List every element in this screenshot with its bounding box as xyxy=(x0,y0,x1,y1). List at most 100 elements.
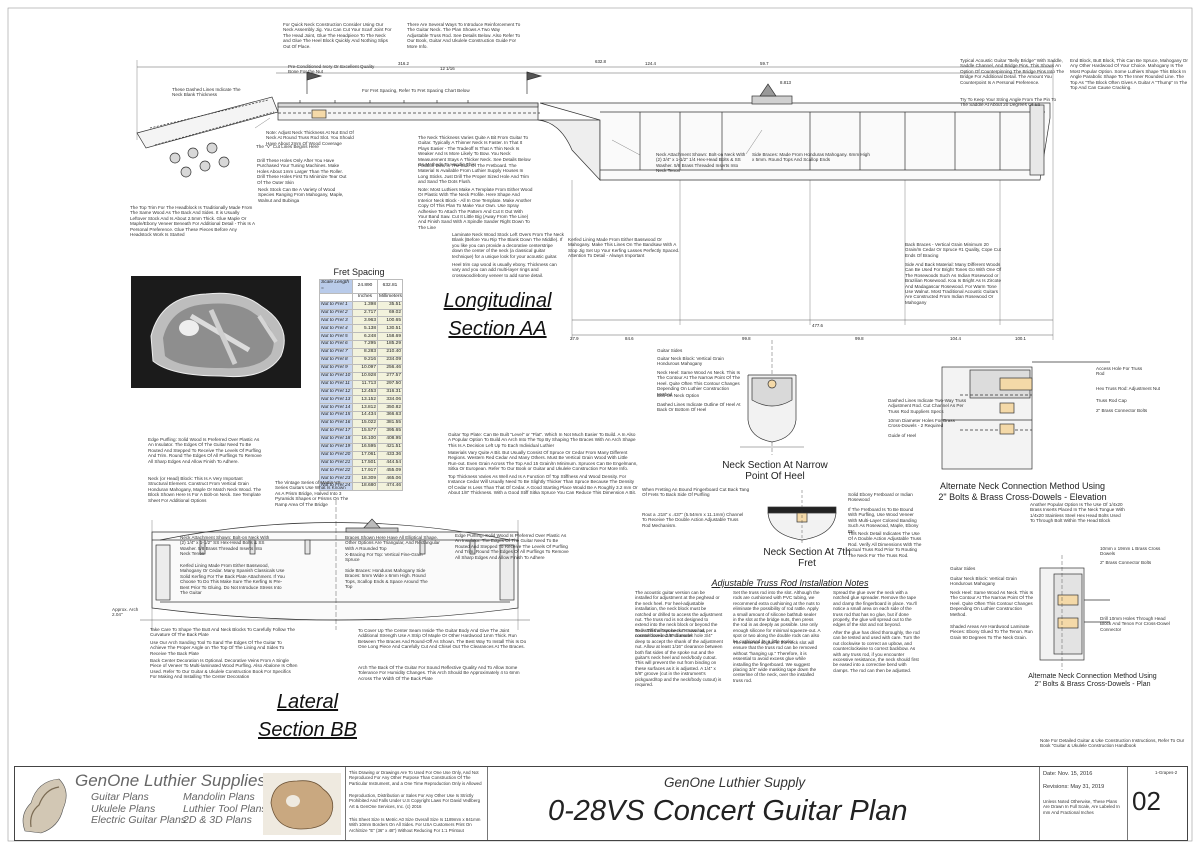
note-access-hole: Access Hole For Truss Rod xyxy=(1096,366,1143,377)
plan-links-left: Guitar Plans Ukulele Plans Electric Guit… xyxy=(91,791,187,827)
note-neck-heel: Neck Heel: Same Wood As Neck. This Is Th… xyxy=(657,370,741,397)
dim-b2: 99.8 xyxy=(742,336,751,341)
alt-neck-plan-drawing xyxy=(1039,555,1110,670)
fret-label-cell: Nut to Fret 16 xyxy=(319,419,353,428)
fret-inches-cell: 1.398 xyxy=(352,300,378,310)
note-materials: Materials Vary Quite A Bit. But Usually … xyxy=(448,450,638,472)
note-kerfed-2: Kerfed Lining Made From Either Basswood,… xyxy=(180,563,285,596)
fret-inches-cell: 6.248 xyxy=(352,332,378,342)
fret-inches-cell: 13.812 xyxy=(352,403,378,413)
fret-label-cell: Nut to Fret 15 xyxy=(319,411,353,421)
note-adjust-thickness: Note: Adjust Neck Thickness At Nut End O… xyxy=(266,130,354,146)
note-rout: Rout a .218" x .437" (5.54mm x 11.1mm) C… xyxy=(642,512,744,528)
note-braces-shape: Braces Shown Here Have All Elliptical Sh… xyxy=(345,535,440,551)
fret-spacing-title: Fret Spacing xyxy=(333,267,385,277)
fret-label-cell: Nut to Fret 13 xyxy=(319,395,353,405)
note-vintage: The Vintage Series of Martin VS Series G… xyxy=(275,480,349,507)
note-alt-popular: Another Popular Option Is The Use Of 1/4… xyxy=(1030,502,1125,524)
note-kerfed: Kerfed Lining Made From Either Basswood … xyxy=(568,237,680,259)
company-name: GenOne Luthier Supplies xyxy=(75,771,266,790)
note-plan-neck-heel: Neck Heel: Same Wood As Neck. This Is Th… xyxy=(950,590,1034,617)
note-dashed-blank: These Dashed Lines Indicate The Neck Bla… xyxy=(172,87,241,98)
legal-note-3: This Sheet Size Is Metric A0 Size Overal… xyxy=(349,817,481,833)
fret-mm-cell: 444.54 xyxy=(377,458,403,468)
note-position-dots: Position Dots In The Side Of The Fretboa… xyxy=(418,163,529,185)
dim-b4: 104.4 xyxy=(950,336,961,341)
note-brass-bolts: 2" Brass Connector Bolts xyxy=(1096,408,1148,413)
fret-label-cell: Nut to Fret 17 xyxy=(319,426,353,436)
note-back-braces: Back Braces - Vertical Grain Minimum 20 … xyxy=(905,242,1001,258)
fret-mm-cell: 234.09 xyxy=(377,355,403,365)
fret-inches-cell: 2.717 xyxy=(352,308,378,318)
note-drill-holes: Drill These Holes Only After You Have Pu… xyxy=(257,158,347,185)
fret-label-cell: Nut to Fret 6 xyxy=(319,340,353,350)
fret-label-cell: Nut to Fret 3 xyxy=(319,316,353,326)
sheet-code: 1-Grapes-2 xyxy=(1155,770,1178,775)
page-number: 02 xyxy=(1132,786,1161,816)
note-back-center: Back Center Decoration Is Optional. Deco… xyxy=(150,658,298,680)
plan-title: 0-28VS Concert Guitar Plan xyxy=(548,795,908,827)
note-plan-drill: Drill 10mm Holes Through Head Block And … xyxy=(1100,616,1170,632)
note-v-cut: The "V" Cut Lines Begins Here xyxy=(256,144,319,149)
fret-label-cell: Nut to Fret 19 xyxy=(319,442,353,452)
fret-mm-cell: 69.02 xyxy=(377,308,403,318)
note-x-bracing: X-Bracing For Top: Vertical Fine-Grain S… xyxy=(345,552,423,563)
link-2d-3d-plans[interactable]: 2D & 3D Plans xyxy=(183,814,252,826)
fret-inches-cell: 11.713 xyxy=(352,379,378,389)
note-top-thickness: Top Thickness Varies As Well And Is A Fu… xyxy=(448,474,638,496)
fret-mm-cell: 455.09 xyxy=(377,466,403,476)
fret-spacing-table: Fret Spacing Scale Length = 24.890 632.8… xyxy=(319,265,403,492)
note-template: Note: Most Luthiers Make A Template From… xyxy=(418,187,533,230)
dim-b0: 27.9 xyxy=(570,336,579,341)
link-mandolin-plans[interactable]: Mandolin Plans xyxy=(183,791,255,803)
link-luthier-tool-plans[interactable]: Luthier Tool Plans xyxy=(183,802,267,815)
truss-rod-notes-title: Adjustable Truss Rod Installation Notes xyxy=(711,578,869,588)
fret-mm-cell: 465.06 xyxy=(377,474,403,484)
fret-label-cell: Nut to Fret 14 xyxy=(319,403,353,413)
fret-label-cell: Nut to Fret 1 xyxy=(319,300,353,310)
link-guitar-plans[interactable]: Guitar Plans xyxy=(91,791,149,803)
note-take-care: Take Care To Shape The Butt And Neck Blo… xyxy=(150,627,295,638)
note-fret-chart: For Fret Spacing, Refer To Fret Spacing … xyxy=(362,88,470,93)
note-hex-truss: Hex Truss Rod: Adjustment Nut xyxy=(1096,386,1161,391)
fret-mm-cell: 277.57 xyxy=(377,371,403,381)
revisions-text: Revisions: May 31, 2019 xyxy=(1043,784,1105,790)
fret-inches-cell: 18.680 xyxy=(352,482,378,492)
note-end-block: End Block, Butt Block, This Can Be Spruc… xyxy=(1070,58,1188,91)
truss-note-6: After the glue has dried thoroughly, the… xyxy=(833,630,920,673)
link-ukulele-plans[interactable]: Ukulele Plans xyxy=(91,802,156,815)
note-dashed-two-way: Dashed Lines Indicate Two-Way Truss Adju… xyxy=(888,398,967,414)
fret-mm-cell: 158.69 xyxy=(377,332,403,342)
note-guide-heel: Guide of Heel xyxy=(888,433,917,438)
alt-neck-elevation-drawing xyxy=(941,361,1110,470)
dim-12: 12 1/16 xyxy=(440,66,455,71)
longitudinal-section-drawing xyxy=(136,60,1054,340)
fret-inches-cell: 12.453 xyxy=(352,387,378,397)
link-electric-guitar-plans[interactable]: Electric Guitar Plans xyxy=(91,814,187,826)
fret-mm-cell: 316.31 xyxy=(377,387,403,397)
guitar-body-render-image xyxy=(131,276,301,388)
dim-b1: 84.6 xyxy=(625,336,634,341)
title-block-brand-cell xyxy=(15,767,346,840)
fret-label-cell: Nut to Fret 20 xyxy=(319,450,353,460)
note-plan-shaded: Shaded Areas Are Hardwood Laminate Piece… xyxy=(950,624,1033,640)
title-block-date-cell xyxy=(1039,767,1128,840)
note-belly-bridge: Typical Acoustic Guitar "Belly Bridge" W… xyxy=(960,58,1065,85)
note-cover-seam: To Cover Up The Center Seam Inside The G… xyxy=(358,628,527,650)
dim-8: 8.813 xyxy=(780,80,791,85)
note-string-angle: Try To Keep Your String Angle From The P… xyxy=(960,97,1057,108)
fret-inches-cell: 7.295 xyxy=(352,340,378,350)
fret-mm-cell: 210.40 xyxy=(377,348,403,357)
fret-label-cell: Nut to Fret 2 xyxy=(319,308,353,318)
fret-mm-cell: 185.29 xyxy=(377,340,403,350)
fret-label-cell: Nut to Fret 7 xyxy=(319,348,353,357)
